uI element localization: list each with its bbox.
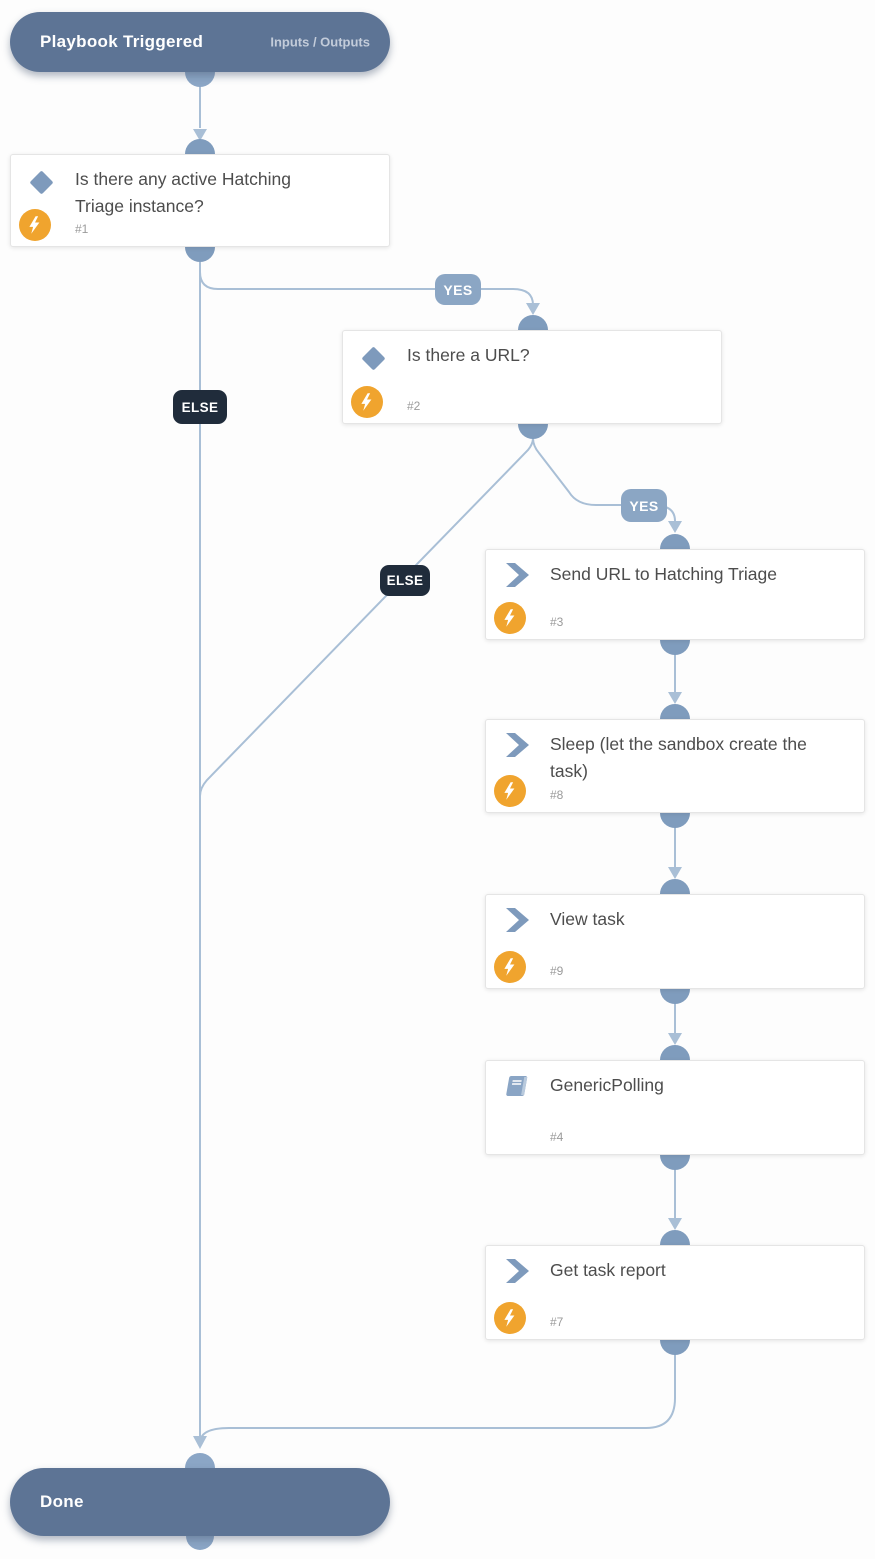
task-chevron-icon [506,1259,530,1283]
node-title: Sleep (let the sandbox create the task) [550,734,807,781]
node-condition-is-url[interactable]: Is there a URL? #2 [342,330,722,424]
node-number: #2 [407,399,421,413]
node-title: Send URL to Hatching Triage [550,564,777,584]
condition-diamond-icon [361,346,386,371]
node-number: #3 [550,615,564,629]
connector-2-out [518,424,548,439]
edge-2-yes-to-3 [532,437,676,522]
task-chevron-icon [506,733,530,757]
done-title: Done [40,1492,84,1511]
connector-9-out [660,989,690,1004]
branch-label-yes-2: YES [621,489,667,522]
node-title: Get task report [550,1260,666,1280]
node-number: #1 [75,222,89,236]
inputs-outputs-link[interactable]: Inputs / Outputs [270,34,370,50]
arrow-into-1 [193,129,207,141]
edge-1-yes-to-2 [199,262,534,306]
automation-lightning-icon [351,386,383,418]
connector-1-out [185,247,215,262]
connector-7-out [660,1340,690,1355]
connector-done-in [185,1453,215,1468]
arrow-into-2 [526,303,540,315]
arrow-into-9 [668,867,682,879]
connector-7-in [660,1230,690,1245]
connector-start-out [185,72,215,87]
arrow-into-3 [668,521,682,533]
node-send-url-to-hatching-triage[interactable]: Send URL to Hatching Triage #3 [485,549,865,640]
node-get-task-report[interactable]: Get task report #7 [485,1245,865,1340]
arrow-into-done [193,1436,207,1449]
playbook-triggered-title: Playbook Triggered [40,32,204,51]
condition-diamond-icon [29,170,54,195]
connector-done-out [186,1536,214,1550]
playbook-triggered-node[interactable]: Playbook Triggered Inputs / Outputs [10,12,390,72]
node-number: #7 [550,1315,564,1329]
branch-label-yes-1: YES [435,274,481,305]
node-number: #9 [550,964,564,978]
node-title: View task [550,909,625,929]
connector-3-in [660,534,690,549]
edge-7-to-done [199,1340,676,1444]
done-node[interactable]: Done [10,1468,390,1536]
node-condition-active-instance[interactable]: Is there any active Hatching Triage inst… [10,154,390,247]
branch-label-else-2: ELSE [380,565,430,596]
connector-4-out [660,1155,690,1170]
connector-4-in [660,1045,690,1060]
node-title: Is there any active Hatching Triage inst… [75,169,291,216]
branch-label-else-1: ELSE [173,390,227,424]
node-generic-polling[interactable]: GenericPolling #4 [485,1060,865,1155]
task-chevron-icon [506,908,530,932]
automation-lightning-icon [494,1302,526,1334]
task-chevron-icon [506,563,530,587]
node-number: #4 [550,1130,564,1144]
connector-9-in [660,879,690,894]
automation-lightning-icon [494,951,526,983]
automation-lightning-icon [19,209,51,241]
node-number: #8 [550,788,564,802]
playbook-book-icon [504,1073,530,1099]
connector-2-in [518,315,548,330]
node-title: Is there a URL? [407,345,530,365]
edge-2-else-to-done [199,437,534,797]
automation-lightning-icon [494,602,526,634]
node-connectors [185,72,690,1550]
connector-1-in [185,139,215,154]
arrow-into-4 [668,1033,682,1045]
connector-3-out [660,640,690,655]
node-title: GenericPolling [550,1075,664,1095]
connector-8-in [660,704,690,719]
node-sleep[interactable]: Sleep (let the sandbox create the task) … [485,719,865,813]
arrow-into-7 [668,1218,682,1230]
automation-lightning-icon [494,775,526,807]
node-view-task[interactable]: View task #9 [485,894,865,989]
arrow-into-8 [668,692,682,704]
connector-8-out [660,813,690,828]
arrowheads [193,129,682,1449]
